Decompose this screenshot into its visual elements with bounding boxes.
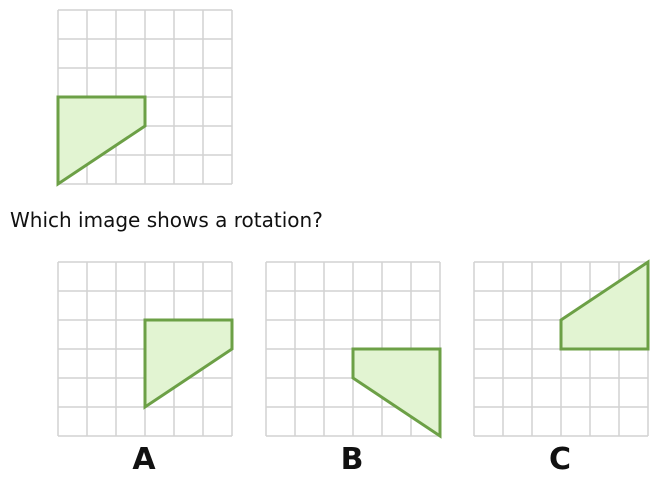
option-c-figure[interactable]: [472, 259, 650, 438]
option-a-label[interactable]: A: [132, 442, 156, 477]
option-a-shape: [143, 318, 234, 410]
option-b-figure[interactable]: [264, 260, 442, 439]
option-b-label[interactable]: B: [340, 442, 364, 477]
option-a-figure[interactable]: [56, 260, 234, 438]
original-figure: [56, 9, 233, 187]
original-shape: [56, 95, 147, 187]
option-c-label[interactable]: C: [548, 442, 572, 477]
option-c-shape: [559, 259, 650, 351]
question-text: Which image shows a rotation?: [10, 208, 323, 232]
option-b-shape: [351, 347, 442, 439]
